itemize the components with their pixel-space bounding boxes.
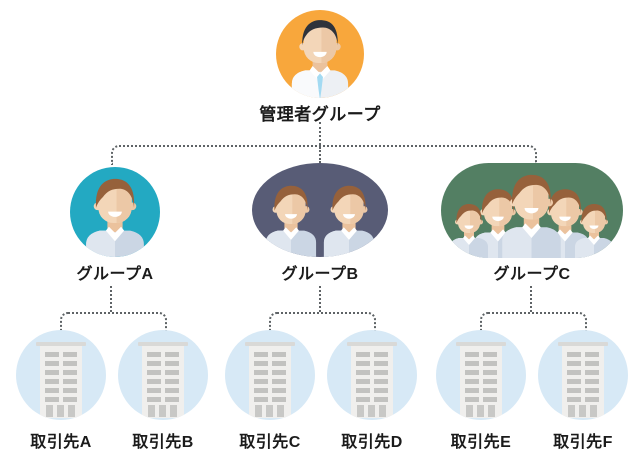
partner-e-node bbox=[436, 330, 526, 420]
building-icon bbox=[454, 338, 508, 418]
admin-group-label: 管理者グループ bbox=[259, 105, 381, 124]
admin-group-avatar bbox=[276, 10, 364, 98]
partner-e-label: 取引先E bbox=[450, 434, 512, 451]
building-icon bbox=[243, 338, 297, 418]
building-icon bbox=[556, 338, 610, 418]
member-avatar-icon bbox=[258, 184, 324, 257]
connector-admin-stem bbox=[319, 122, 321, 145]
partner-c-label: 取引先C bbox=[239, 434, 301, 451]
connector-group-c-bus bbox=[480, 312, 587, 332]
admin-avatar-icon bbox=[283, 18, 357, 98]
partner-c-node bbox=[225, 330, 315, 420]
member-avatar-icon bbox=[569, 203, 619, 258]
group-a-avatar bbox=[70, 167, 160, 257]
building-icon bbox=[136, 338, 190, 418]
member-avatar-icon bbox=[77, 177, 153, 257]
partner-f-node bbox=[538, 330, 628, 420]
group-c-avatar bbox=[441, 163, 623, 258]
connector-group-c-down bbox=[530, 286, 532, 312]
partner-f-label: 取引先F bbox=[553, 434, 613, 451]
group-b-label: グループB bbox=[281, 266, 359, 283]
group-a-label: グループA bbox=[76, 266, 154, 283]
member-avatar-icon bbox=[444, 203, 494, 258]
partner-d-node bbox=[327, 330, 417, 420]
connector-top-bus bbox=[111, 145, 537, 165]
connector-group-b-down bbox=[319, 286, 321, 312]
group-c-label: グループC bbox=[493, 266, 571, 283]
connector-group-a-down bbox=[110, 286, 112, 312]
building-icon bbox=[345, 338, 399, 418]
connector-group-a-bus bbox=[60, 312, 167, 332]
partner-b-label: 取引先B bbox=[132, 434, 194, 451]
partner-a-node bbox=[16, 330, 106, 420]
member-avatar-icon bbox=[316, 184, 382, 257]
group-b-avatar bbox=[252, 163, 388, 257]
building-icon bbox=[34, 338, 88, 418]
connector-group-b-stem bbox=[319, 147, 321, 163]
partner-b-node bbox=[118, 330, 208, 420]
connector-group-b-bus bbox=[269, 312, 376, 332]
member-avatar-icon bbox=[493, 173, 570, 258]
partner-a-label: 取引先A bbox=[30, 434, 92, 451]
partner-d-label: 取引先D bbox=[341, 434, 403, 451]
